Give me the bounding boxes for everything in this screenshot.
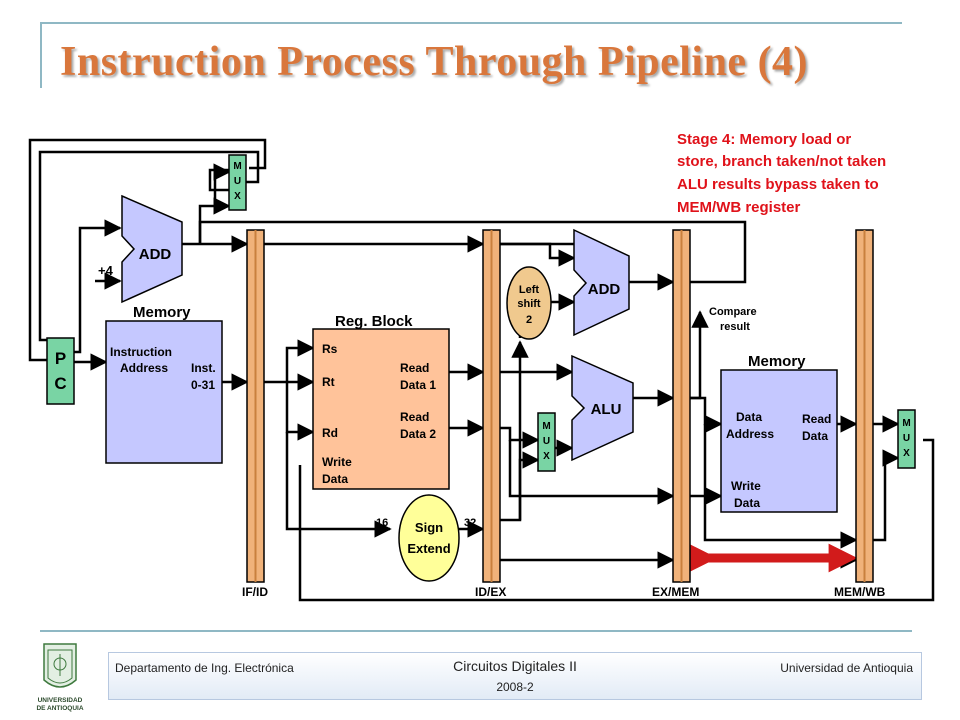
alu-label: ALU <box>591 401 622 418</box>
left-shift-2 <box>506 266 552 340</box>
bits-32-label: 32 <box>464 517 476 529</box>
footer-year: 2008-2 <box>496 680 534 694</box>
sign-extend-label-1: Sign <box>415 520 443 535</box>
mux-label-u: U <box>234 176 241 187</box>
read-data-1-label-1: Read <box>400 361 429 375</box>
rd-label: Rd <box>322 426 338 440</box>
left-shift-label-3: 2 <box>526 314 532 326</box>
footer-department: Departamento de Ing. Electrónica <box>115 661 294 675</box>
pc-label-c: C <box>54 374 66 393</box>
register-block <box>312 328 450 490</box>
instruction-address-label-1: Instruction <box>110 345 172 359</box>
pc-mux <box>228 154 247 211</box>
mux-label-x: X <box>234 191 241 202</box>
if-id-label: IF/ID <box>242 585 268 599</box>
instruction-memory <box>105 320 223 464</box>
ex-mem-label: EX/MEM <box>652 585 699 599</box>
mux-label-m: M <box>233 161 241 172</box>
stage-note-line-1: Stage 4: Memory load or <box>677 131 851 148</box>
wb-mux-label-m: M <box>902 418 910 429</box>
write-data-label-2: Data <box>322 472 348 486</box>
sign-extend-label-2: Extend <box>407 541 450 556</box>
read-data-2-label-1: Read <box>400 410 429 424</box>
pc-label-p: P <box>55 349 66 368</box>
stage-note: Stage 4: Memory load or store, branch ta… <box>677 131 886 216</box>
plus4-label: +4 <box>98 263 114 278</box>
compare-result-label-2: result <box>720 321 750 333</box>
pc-adder <box>121 194 183 304</box>
bits-16-label: 16 <box>376 517 388 529</box>
left-shift-label-2: shift <box>517 298 541 310</box>
alu <box>571 354 634 462</box>
footer-course: Circuitos Digitales II <box>453 658 577 674</box>
alu-mux <box>537 412 556 472</box>
stage-note-line-4: MEM/WB register <box>677 199 801 216</box>
data-memory-title: Memory <box>748 353 806 370</box>
logo-text-2: DE ANTIOQUIA <box>36 705 83 712</box>
slide-title: Instruction Process Through Pipeline (4) <box>60 39 809 85</box>
write-data-label-1: Write <box>322 455 352 469</box>
inst-label-1: Inst. <box>191 361 216 375</box>
read-data-label-1: Read <box>802 412 831 426</box>
mem-write-data-label-1: Write <box>731 479 761 493</box>
title-decoration-top <box>40 22 902 24</box>
data-address-label-2: Address <box>726 427 774 441</box>
rs-label: Rs <box>322 342 338 356</box>
sign-extend <box>398 494 460 582</box>
branch-adder-label: ADD <box>588 281 621 298</box>
branch-adder <box>573 228 630 337</box>
compare-result-label-1: Compare <box>709 306 757 318</box>
logo-text-1: UNIVERSIDAD <box>38 697 83 704</box>
title-decoration-left <box>40 22 42 88</box>
inst-label-2: 0-31 <box>191 378 215 392</box>
pc-adder-label: ADD <box>139 246 172 263</box>
instruction-memory-title: Memory <box>133 304 191 321</box>
data-address-label-1: Data <box>736 410 762 424</box>
mem-write-data-label-2: Data <box>734 496 760 510</box>
wb-mux-label-x: X <box>903 448 910 459</box>
writeback-mux <box>897 409 916 469</box>
rt-label: Rt <box>322 375 335 389</box>
stage-note-line-3: ALU results bypass taken to <box>677 176 879 193</box>
wb-mux-label-u: U <box>903 433 910 444</box>
read-data-1-label-2: Data 1 <box>400 378 436 392</box>
alu-mux-label-u: U <box>543 436 550 447</box>
footer-university: Universidad de Antioquia <box>780 661 913 675</box>
mem-wb-label: MEM/WB <box>834 585 886 599</box>
pipeline-diagram: Stage 4: Memory load or store, branch ta… <box>28 131 935 602</box>
alu-mux-label-m: M <box>542 421 550 432</box>
footer-separator <box>40 630 912 632</box>
stage-note-line-2: store, branch taken/not taken <box>677 153 886 170</box>
left-shift-label-1: Left <box>519 284 540 296</box>
read-data-2-label-2: Data 2 <box>400 427 436 441</box>
alu-mux-label-x: X <box>543 451 550 462</box>
data-memory <box>720 369 838 513</box>
pc-block <box>46 337 75 405</box>
read-data-label-2: Data <box>802 429 828 443</box>
instruction-address-label-2: Address <box>120 361 168 375</box>
id-ex-label: ID/EX <box>475 585 506 599</box>
reg-block-title: Reg. Block <box>335 313 413 330</box>
university-logo: UNIVERSIDAD DE ANTIOQUIA <box>36 643 84 712</box>
footer-bar: Departamento de Ing. Electrónica Circuit… <box>108 652 922 700</box>
